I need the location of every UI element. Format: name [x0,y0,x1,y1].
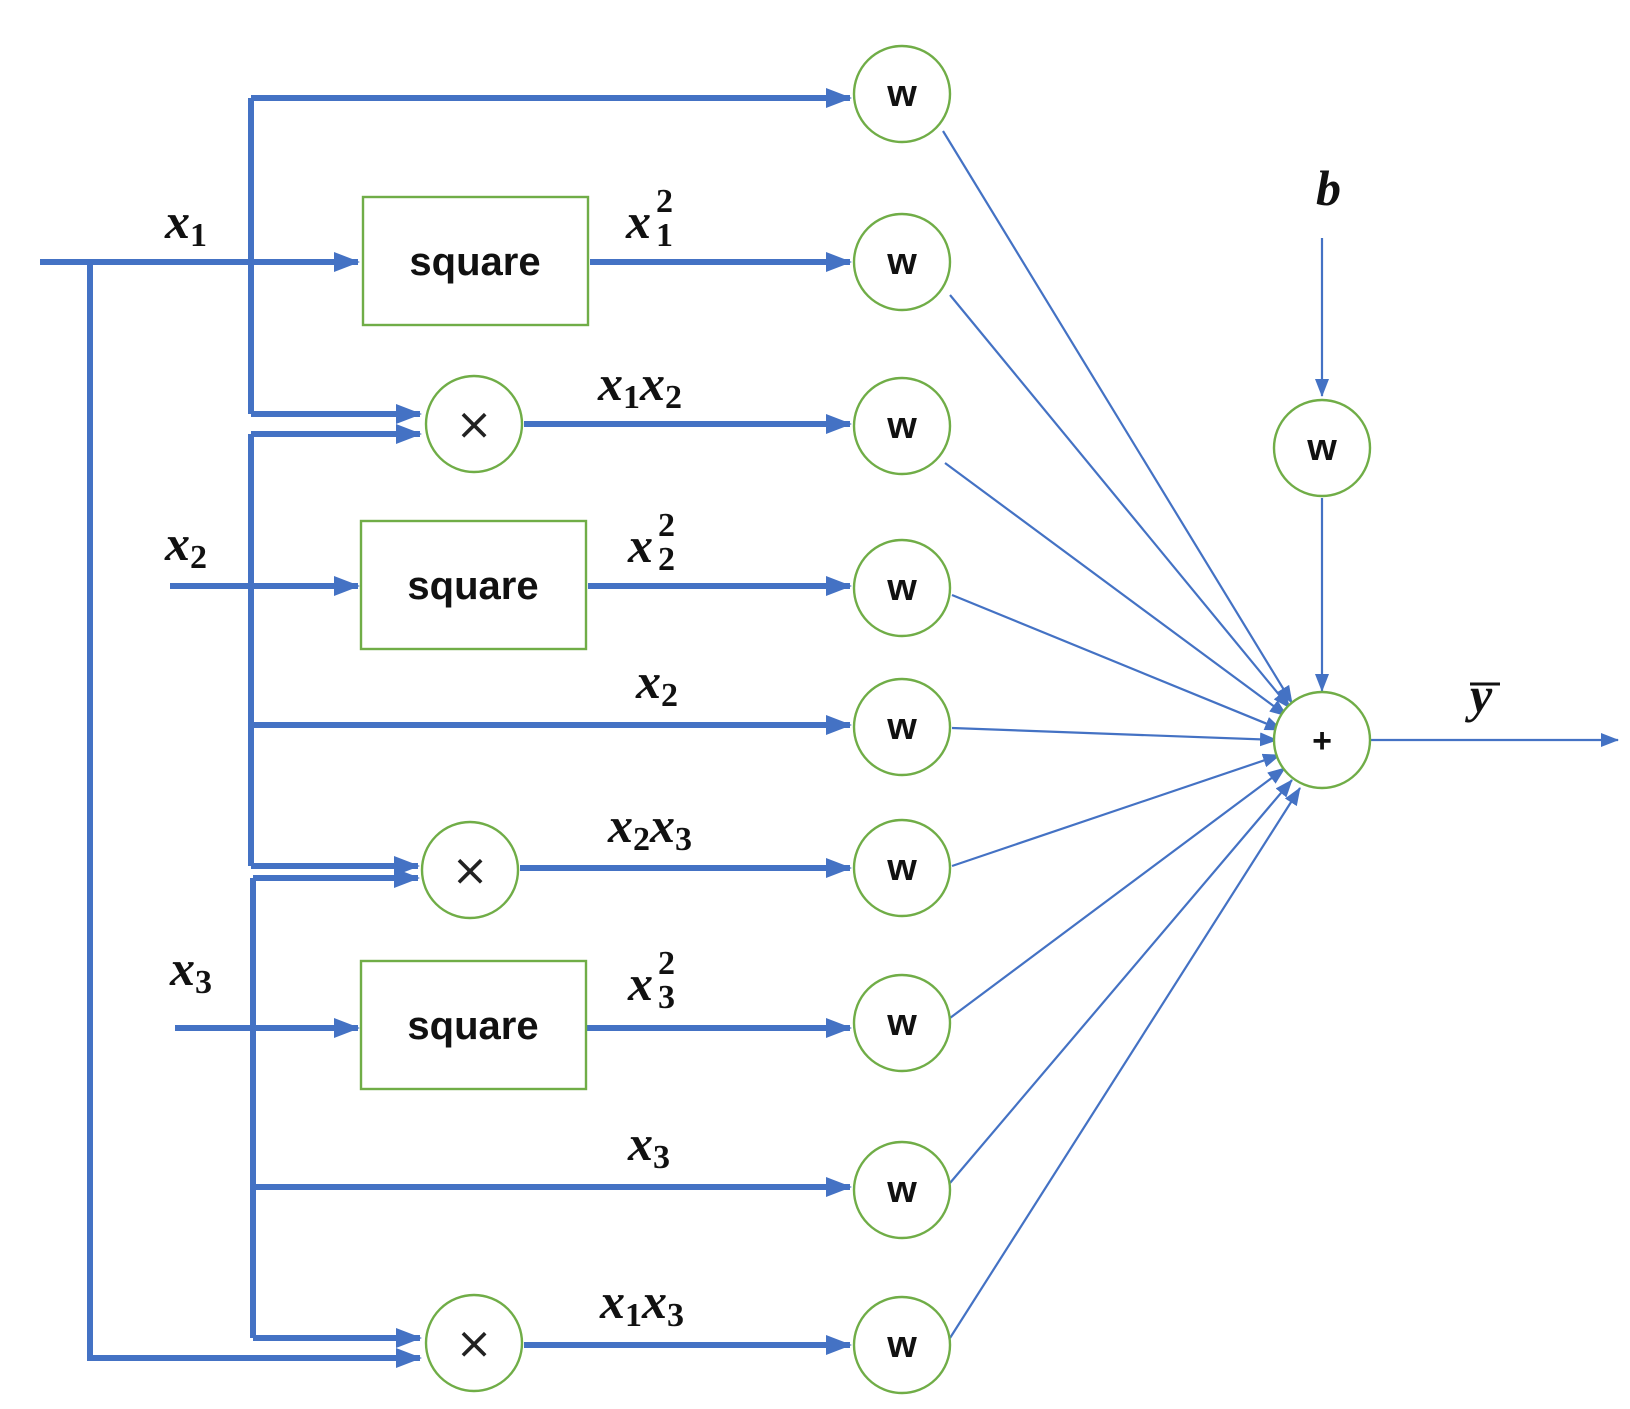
weight-label: w [886,706,917,748]
sum-node: + [1272,690,1372,790]
output-label: y [1465,667,1500,723]
weight-label: w [886,567,917,609]
sum-symbol: + [1312,722,1332,760]
svg-text:2: 2 [658,945,675,982]
wire-w4-to-sum [951,593,1283,732]
weight-label: w [1306,427,1337,469]
term-label-x1x2: x1x2 [597,355,682,416]
square-block-3: square [359,959,588,1091]
weight-label: w [886,847,917,889]
input-label-x2: x2 [164,515,207,576]
svg-text:2: 2 [658,507,675,544]
input-label-x1: x1 [164,193,207,254]
term-label-x1x3: x1x3 [599,1273,684,1334]
multiply-symbol: × [452,845,489,896]
multiply-node-2: × [420,820,520,920]
weight-label: w [886,1324,917,1366]
feature-wires [520,252,852,1355]
multiply-node-3: × [424,1293,524,1393]
input-label-x3: x3 [169,940,212,1001]
weight-node-5: w [852,677,952,777]
bias-output-wires [1315,238,1619,747]
term-label-x2: x2 [635,653,678,714]
weight-node-4: w [852,538,952,638]
weight-label: w [886,73,917,115]
wire-w2-to-sum [949,294,1291,709]
weight-node-1: w [852,44,952,144]
wire-w3-to-sum [944,462,1288,717]
square-label: square [407,564,538,608]
term-label-x3: x3 [627,1115,670,1176]
term-label-x3-squared: x 2 3 [627,945,675,1016]
svg-text:x: x [627,955,653,1011]
weight-label: w [886,1002,917,1044]
input-wires [40,88,852,1368]
square-block-2: square [359,519,588,651]
weight-label: w [886,405,917,447]
wire-x1-loop [87,262,422,1368]
svg-text:x: x [625,193,651,249]
wire-w1-to-sum [942,130,1293,704]
weight-node-bias: w [1272,398,1372,498]
wire-w7-to-sum [949,767,1286,1019]
weight-to-sum-wires [942,130,1301,1339]
square-label: square [407,1004,538,1048]
svg-text:3: 3 [658,979,675,1016]
output-symbol: y [1465,667,1493,723]
weight-node-3: w [852,376,952,476]
wire-w9-to-sum [949,787,1301,1339]
term-label-x2x3: x2x3 [607,797,692,858]
weight-node-7: w [852,973,952,1073]
weight-label: w [886,241,917,283]
weight-node-2: w [852,212,952,312]
svg-text:2: 2 [656,183,673,220]
svg-text:x: x [627,517,653,573]
weight-node-8: w [852,1140,952,1240]
term-label-x2-squared: x 2 2 [627,507,675,578]
weight-node-9: w [852,1295,952,1395]
bias-label: b [1316,160,1341,216]
square-block-1: square [361,195,590,327]
wire-w5-to-sum [951,726,1278,747]
multiply-node-1: × [424,374,524,474]
weight-node-6: w [852,818,952,918]
multiply-symbol: × [456,1318,493,1369]
wire-w6-to-sum [951,753,1281,868]
weight-label: w [886,1169,917,1211]
square-label: square [409,240,540,284]
wire-w8-to-sum [949,779,1293,1184]
multiply-symbol: × [456,399,493,450]
term-label-x1-squared: x 2 1 [625,183,673,254]
svg-text:2: 2 [658,541,675,578]
svg-text:1: 1 [656,217,673,254]
